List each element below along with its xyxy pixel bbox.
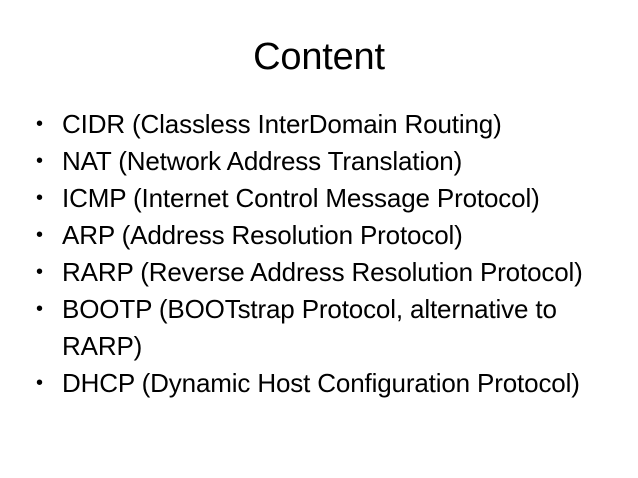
bullet-icon: • bbox=[36, 224, 43, 246]
list-item[interactable]: • ICMP (Internet Control Message Protoco… bbox=[28, 180, 610, 217]
bullet-icon: • bbox=[36, 150, 43, 172]
list-item[interactable]: • BOOTP (BOOTstrap Protocol, alternative… bbox=[28, 291, 610, 365]
list-item-label: BOOTP (BOOTstrap Protocol, alternative t… bbox=[62, 294, 557, 361]
list-item-label: ICMP (Internet Control Message Protocol) bbox=[62, 183, 540, 213]
bullet-icon: • bbox=[36, 298, 43, 320]
bullet-icon: • bbox=[36, 113, 43, 135]
list-item-label: DHCP (Dynamic Host Configuration Protoco… bbox=[62, 368, 580, 398]
bullet-icon: • bbox=[36, 372, 43, 394]
bullet-list: • CIDR (Classless InterDomain Routing) •… bbox=[28, 106, 610, 402]
bullet-icon: • bbox=[36, 261, 43, 283]
list-item[interactable]: • RARP (Reverse Address Resolution Proto… bbox=[28, 254, 610, 291]
bullet-icon: • bbox=[36, 187, 43, 209]
list-item-label: ARP (Address Resolution Protocol) bbox=[62, 220, 463, 250]
list-item[interactable]: • ARP (Address Resolution Protocol) bbox=[28, 217, 610, 254]
list-item-label: NAT (Network Address Translation) bbox=[62, 146, 463, 176]
list-item-label: RARP (Reverse Address Resolution Protoco… bbox=[62, 257, 583, 287]
slide-body: • CIDR (Classless InterDomain Routing) •… bbox=[28, 106, 610, 402]
list-item[interactable]: • CIDR (Classless InterDomain Routing) bbox=[28, 106, 610, 143]
list-item[interactable]: • NAT (Network Address Translation) bbox=[28, 143, 610, 180]
slide-title: Content bbox=[253, 36, 385, 78]
list-item[interactable]: • DHCP (Dynamic Host Configuration Proto… bbox=[28, 365, 610, 402]
list-item-label: CIDR (Classless InterDomain Routing) bbox=[62, 109, 502, 139]
